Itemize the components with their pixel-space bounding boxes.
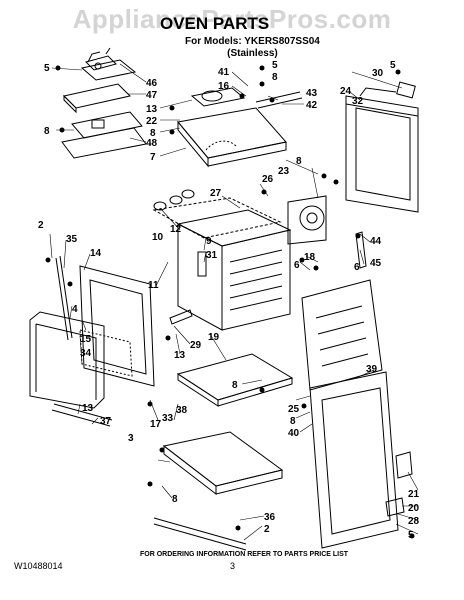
document-number: W10488014 xyxy=(14,561,63,571)
callout: 13 xyxy=(146,104,158,115)
callout: 8 xyxy=(296,156,302,167)
callout: 43 xyxy=(306,88,318,99)
callout: 47 xyxy=(146,90,158,101)
callout: 22 xyxy=(146,116,158,127)
lower-cover-panel xyxy=(61,127,147,159)
callout: 6 xyxy=(294,260,300,271)
callout: 19 xyxy=(208,332,220,343)
callout: 41 xyxy=(218,67,230,78)
callout: 20 xyxy=(408,503,420,514)
variant-line: (Stainless) xyxy=(227,48,278,59)
fasteners xyxy=(45,65,415,539)
element-fan-assembly xyxy=(287,195,327,245)
page-number: 3 xyxy=(230,561,236,571)
callout: 5 xyxy=(44,63,50,74)
callout: 8 xyxy=(290,416,296,427)
broiler-pan xyxy=(176,353,294,407)
side-bracket-right xyxy=(355,231,367,269)
callout: 27 xyxy=(210,188,222,199)
callout: 30 xyxy=(372,68,384,79)
callout: 14 xyxy=(90,248,102,259)
callout: 8 xyxy=(172,494,178,505)
storage-drawer xyxy=(162,431,284,496)
rear-rail xyxy=(255,91,303,109)
callout: 8 xyxy=(150,128,156,139)
callout: 3 xyxy=(128,433,134,444)
callout: 10 xyxy=(152,232,164,243)
callout: 2 xyxy=(264,524,270,535)
control-panel-board xyxy=(63,83,131,114)
callout: 8 xyxy=(44,126,50,137)
callout: 40 xyxy=(288,428,300,439)
top-bracket-assembly xyxy=(80,47,137,81)
outer-door-glass xyxy=(309,371,399,549)
callout: 44 xyxy=(370,236,382,247)
oven-rack xyxy=(29,311,105,409)
callout: 6 xyxy=(354,262,360,273)
callout: 42 xyxy=(306,100,318,111)
inner-door-panel xyxy=(301,279,383,391)
callout: 8 xyxy=(232,380,238,391)
callout: 16 xyxy=(218,81,230,92)
callout: 18 xyxy=(304,252,316,263)
watermark: AppliancePartsPros.com xyxy=(72,4,392,34)
back-panel xyxy=(345,87,419,213)
kickplate-rail xyxy=(51,403,113,427)
callout: 31 xyxy=(206,250,218,261)
callout: 28 xyxy=(408,516,420,527)
callout: 24 xyxy=(340,86,352,97)
side-rod xyxy=(55,255,73,341)
callout: 12 xyxy=(170,224,182,235)
terminal-block xyxy=(396,81,416,99)
callout: 13 xyxy=(174,350,186,361)
callout: 9 xyxy=(206,236,212,247)
callout: 11 xyxy=(148,280,159,291)
callout-labels: 5 46 47 48 8 41 16 5 8 13 22 8 7 43 42 3… xyxy=(38,60,420,541)
bake-element-plugs xyxy=(153,189,195,211)
callout: 8 xyxy=(272,72,278,83)
callout: 33 xyxy=(162,413,174,424)
callout: 4 xyxy=(72,304,78,315)
upper-cover-panel xyxy=(71,111,143,139)
callout: 2 xyxy=(38,220,44,231)
door-frame xyxy=(79,265,155,387)
callout: 34 xyxy=(80,348,92,359)
callout: 45 xyxy=(370,258,382,269)
callout: 36 xyxy=(264,512,276,523)
callout: 5 xyxy=(390,60,396,71)
callout: 38 xyxy=(176,405,188,416)
oven-top-panel xyxy=(177,107,287,168)
vent-assembly xyxy=(190,87,246,107)
callout: 46 xyxy=(146,78,158,89)
callout: 21 xyxy=(408,489,420,500)
model-info: For Models: YKERS807SS04 (Stainless) xyxy=(185,36,320,60)
leader-lines xyxy=(49,63,419,541)
callout: 7 xyxy=(150,152,156,163)
callout: 39 xyxy=(366,364,378,375)
callout: 23 xyxy=(278,166,290,177)
callout: 48 xyxy=(146,138,158,149)
ordering-note: FOR ORDERING INFORMATION REFER TO PARTS … xyxy=(140,551,349,558)
sensor-probe xyxy=(197,251,207,277)
door-hinge-right xyxy=(385,451,413,517)
models-line: For Models: YKERS807SS04 xyxy=(185,36,320,47)
callout: 32 xyxy=(352,96,364,107)
drawer-slide xyxy=(153,517,247,551)
callout: 5 xyxy=(408,530,414,541)
callout: 25 xyxy=(288,404,300,415)
callout: 35 xyxy=(66,234,78,245)
callout: 17 xyxy=(150,419,162,430)
oven-cavity xyxy=(152,197,292,331)
callout: 5 xyxy=(272,60,278,71)
callout: 15 xyxy=(80,334,92,345)
page-title: OVEN PARTS xyxy=(160,14,270,33)
callout: 37 xyxy=(100,416,112,427)
hinge-left xyxy=(169,309,193,325)
callout: 29 xyxy=(190,340,202,351)
callout: 26 xyxy=(262,174,274,185)
callout: 13 xyxy=(82,403,94,414)
